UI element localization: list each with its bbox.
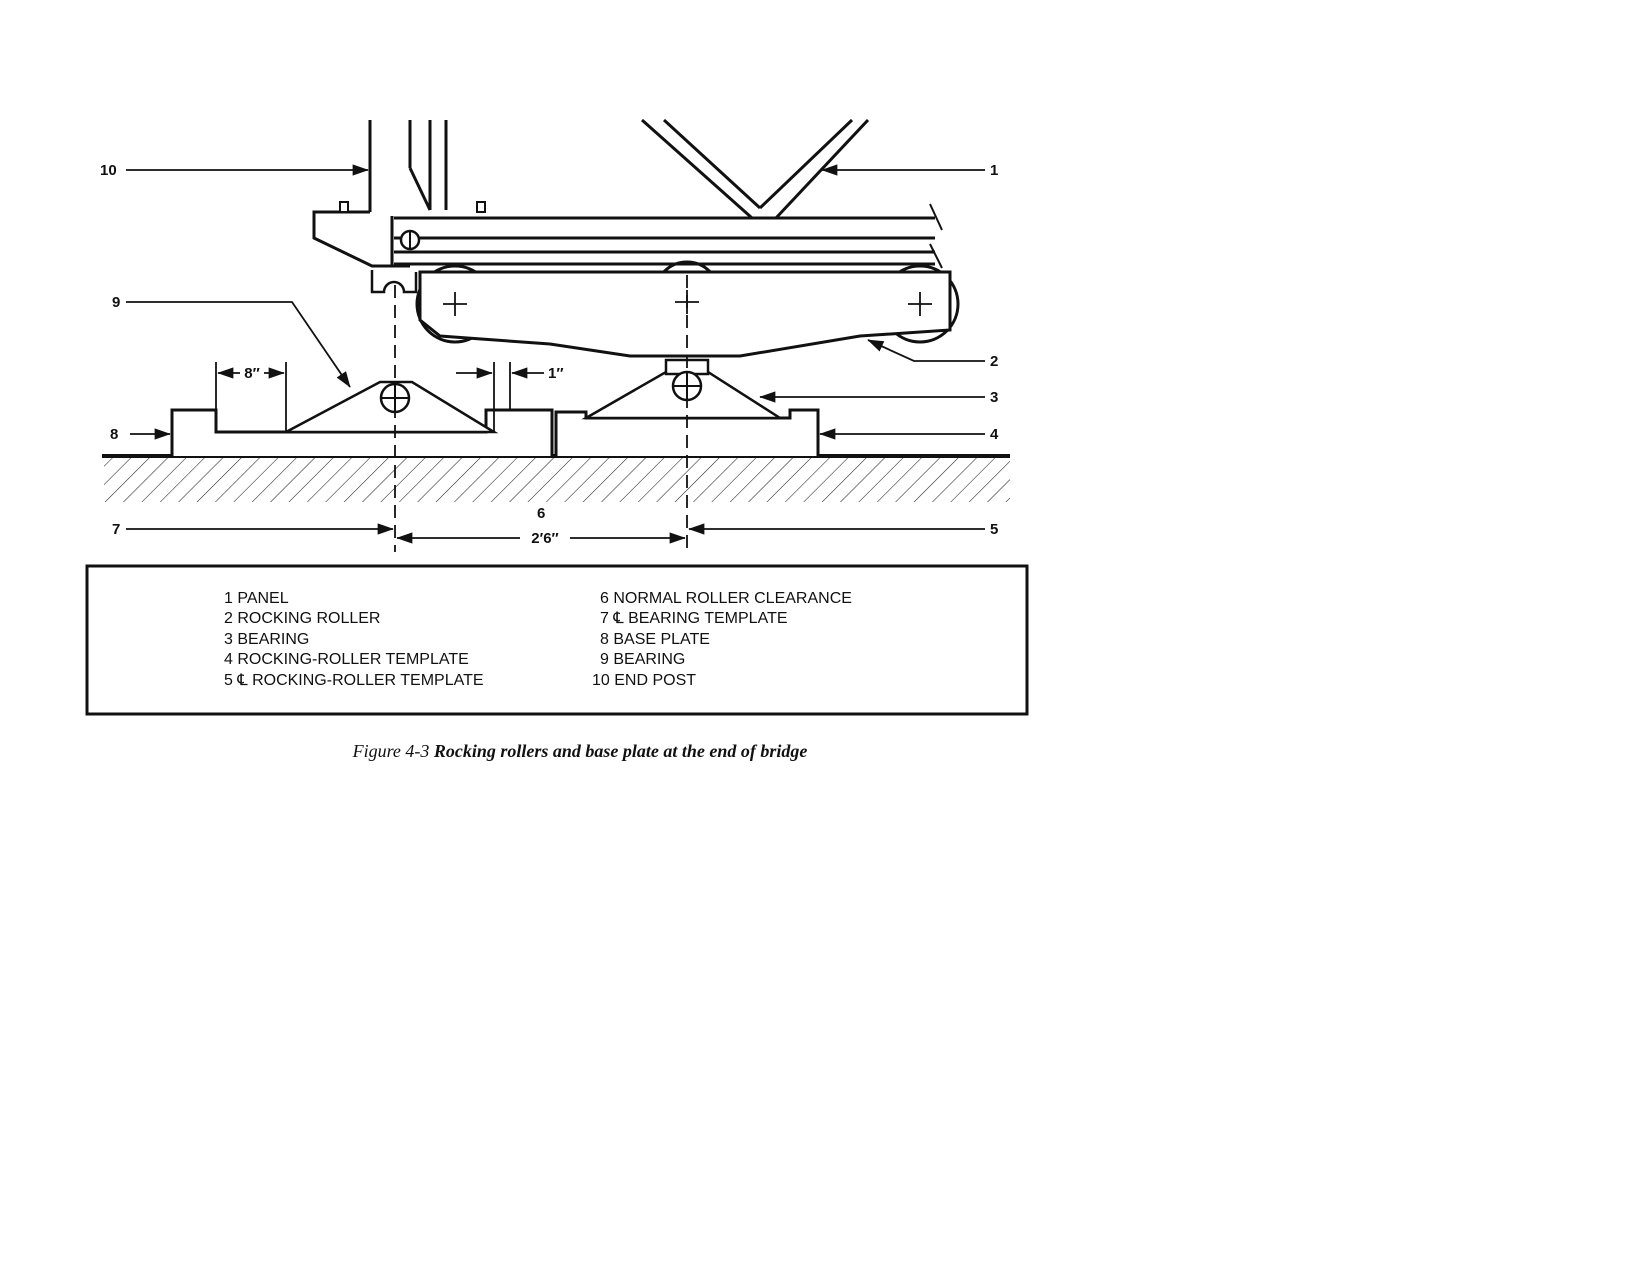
callout-4: 4 xyxy=(990,426,999,443)
callout-2: 2 xyxy=(990,353,998,370)
rocking-roller xyxy=(415,260,960,358)
callout-10: 10 xyxy=(100,162,117,179)
legend-item: 8 BASE PLATE xyxy=(600,631,710,648)
callout-1: 1 xyxy=(990,162,998,179)
legend-item: 7 ℄ BEARING TEMPLATE xyxy=(600,610,788,627)
legend-item: 4 ROCKING-ROLLER TEMPLATE xyxy=(224,651,469,668)
callout-5: 5 xyxy=(990,521,998,538)
legend-item: 2 ROCKING ROLLER xyxy=(224,610,380,627)
dimension-1in: 1″ xyxy=(456,362,564,432)
dimension-8in: 8″ xyxy=(215,362,287,432)
legend-item: 6 NORMAL ROLLER CLEARANCE xyxy=(600,590,852,607)
callout-9: 9 xyxy=(112,294,120,311)
legend-item: 5 ℄ ROCKING-ROLLER TEMPLATE xyxy=(224,672,484,689)
legend-left-column: 1 PANEL 2 ROCKING ROLLER 3 BEARING 4 ROC… xyxy=(224,590,484,689)
dimension-roller-clearance-label: 2′6″ xyxy=(531,530,558,547)
legend-right-column: 6 NORMAL ROLLER CLEARANCE 7 ℄ BEARING TE… xyxy=(592,590,852,689)
figure-caption: Figure 4-3 Rocking rollers and base plat… xyxy=(0,741,1160,762)
legend-item: 3 BEARING xyxy=(224,631,309,648)
ground-hatch xyxy=(104,457,1010,510)
legend-box xyxy=(85,564,1029,716)
end-post xyxy=(312,120,486,294)
callout-3: 3 xyxy=(990,389,998,406)
figure-number: Figure 4-3 xyxy=(352,741,430,761)
leader-2 xyxy=(867,339,985,362)
roller-bearing xyxy=(581,358,785,420)
figure-title: Rocking rollers and base plate at the en… xyxy=(433,741,808,761)
callout-6: 6 xyxy=(537,505,545,522)
ground xyxy=(102,454,1010,512)
base-plate-bearing xyxy=(285,380,499,434)
callout-7: 7 xyxy=(112,521,120,538)
callout-8: 8 xyxy=(110,426,118,443)
legend-item: 10 END POST xyxy=(592,672,696,689)
legend-item: 1 PANEL xyxy=(224,590,289,607)
dimension-roller-clearance: 2′6″ xyxy=(396,530,686,547)
dimension-1in-label: 1″ xyxy=(548,365,564,382)
leader-9 xyxy=(126,301,351,388)
legend-item: 9 BEARING xyxy=(600,651,685,668)
dimension-8in-label: 8″ xyxy=(244,365,260,382)
panel xyxy=(390,118,943,269)
